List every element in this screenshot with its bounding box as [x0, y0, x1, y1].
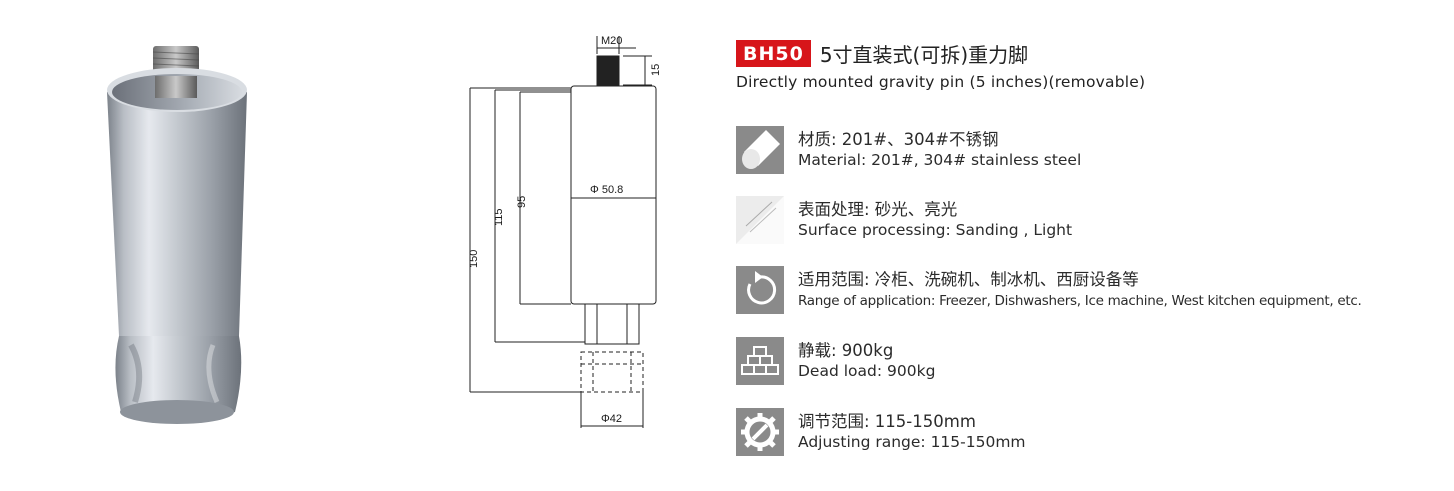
- thread-dimension-label: M20: [601, 35, 622, 47]
- technical-drawing: M20 15 Φ 50.8 150 115 95 Φ42: [468, 35, 662, 428]
- min-height-label: 115: [493, 208, 505, 226]
- total-height-label: 150: [468, 250, 480, 268]
- spec-application-cn: 适用范围: 冷柜、洗碗机、制冰机、西厨设备等: [798, 270, 1139, 289]
- surface-icon: [736, 196, 784, 244]
- spec-load-en: Dead load: 900kg: [798, 362, 936, 380]
- spec-surface-cn: 表面处理: 砂光、亮光: [798, 200, 958, 219]
- product-title-en: Directly mounted gravity pin (5 inches)(…: [736, 73, 1146, 91]
- product-code-badge: BH50: [736, 39, 811, 67]
- load-icon: [736, 337, 784, 385]
- rotate-icon: [736, 266, 784, 314]
- spec-material-en: Material: 201#, 304# stainless steel: [798, 151, 1082, 169]
- product-title-cn: 5寸直装式(可拆)重力脚: [819, 42, 1029, 67]
- material-icon: [736, 126, 784, 174]
- tube-diameter-label: Φ 50.8: [590, 184, 623, 196]
- spec-adjusting-en: Adjusting range: 115-150mm: [798, 433, 1026, 451]
- product-photo: [107, 46, 247, 424]
- foot-diameter-label: Φ42: [601, 413, 622, 425]
- product-title: BH50 5寸直装式(可拆)重力脚: [736, 38, 1028, 68]
- tube-height-label: 95: [516, 196, 528, 208]
- spec-application-en: Range of application: Freezer, Dishwashe…: [798, 293, 1362, 309]
- spec-material-cn: 材质: 201#、304#不锈钢: [798, 130, 999, 149]
- spec-surface-en: Surface processing: Sanding , Light: [798, 221, 1073, 239]
- thread-height-label: 15: [650, 64, 662, 76]
- spec-load-cn: 静载: 900kg: [798, 341, 894, 360]
- gear-wrench-icon: [736, 408, 784, 456]
- spec-adjusting-cn: 调节范围: 115-150mm: [798, 412, 976, 431]
